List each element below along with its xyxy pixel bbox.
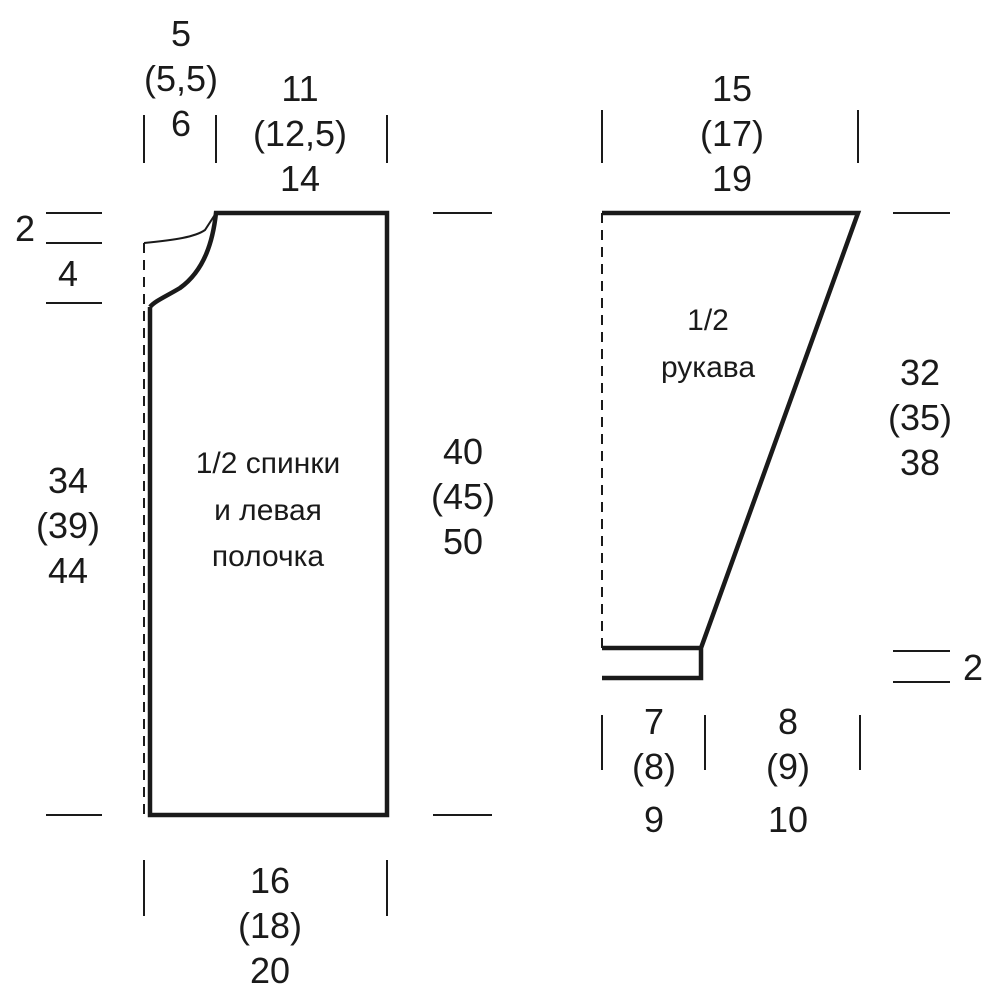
sleeve-top-width-1: 15: [712, 68, 752, 109]
side-length-1: 34: [48, 460, 88, 501]
bottom-width-3: 20: [250, 950, 290, 991]
shoulder-width-2: (5,5): [144, 58, 218, 99]
sleeve-length-3: 38: [900, 442, 940, 483]
cuff-left-width-2: (8): [632, 746, 676, 787]
back-piece-label-2: и левая: [214, 494, 322, 527]
cuff-left-width-1: 7: [644, 701, 664, 742]
back-piece: 5 (5,5) 6 11 (12,5) 14 2 4 34 (39) 44 40…: [15, 13, 495, 991]
shoulder-width-1: 5: [171, 13, 191, 54]
sleeve-piece: 15 (17) 19 32 (35) 38 2 7 (8) 9 8 (9) 10…: [601, 68, 983, 840]
side-length-2: (39): [36, 505, 100, 546]
cuff-left-width-3: 9: [644, 799, 664, 840]
back-piece-label-1: 1/2 спинки: [196, 447, 341, 480]
bottom-width-1: 16: [250, 860, 290, 901]
neck-width-3: 14: [280, 158, 320, 199]
neck-drop-bottom: 4: [58, 253, 78, 294]
total-length-2: (45): [431, 476, 495, 517]
sleeve-top-width-2: (17): [700, 113, 764, 154]
shoulder-width-3: 6: [171, 103, 191, 144]
total-length-1: 40: [443, 431, 483, 472]
neck-width-2: (12,5): [253, 113, 347, 154]
bottom-width-2: (18): [238, 905, 302, 946]
sleeve-outline: [602, 210, 862, 681]
sleeve-length-2: (35): [888, 397, 952, 438]
back-piece-label-3: полочка: [212, 540, 325, 573]
total-length-3: 50: [443, 521, 483, 562]
sleeve-length-1: 32: [900, 352, 940, 393]
front-neckline-curve: [143, 212, 217, 244]
sleeve-label-1: 1/2: [687, 304, 729, 337]
side-length-3: 44: [48, 550, 88, 591]
cuff-right-width-2: (9): [766, 746, 810, 787]
sleeve-label-2: рукава: [661, 351, 755, 384]
sleeve-top-width-3: 19: [712, 158, 752, 199]
cuff-right-width-3: 10: [768, 799, 808, 840]
neck-drop-top: 2: [15, 208, 35, 249]
cuff-right-width-1: 8: [778, 701, 798, 742]
neck-width-1: 11: [281, 68, 318, 109]
cuff-height: 2: [963, 647, 983, 688]
